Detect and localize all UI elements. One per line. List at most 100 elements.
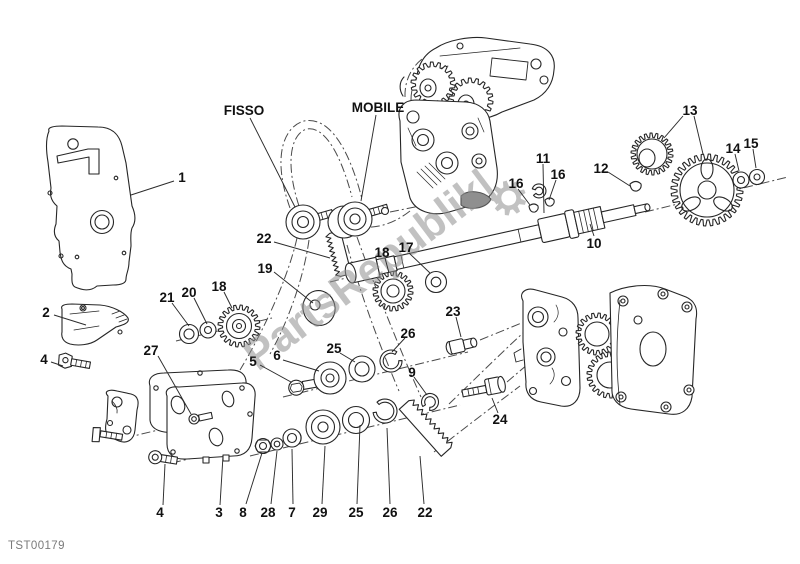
callout-5: 5 [249,354,292,383]
part-number-label: 7 [288,505,296,520]
callout-29: 29 [312,445,328,520]
leader-line [273,241,331,259]
part-number-label: 4 [40,352,48,367]
bolt [288,378,318,396]
part-number-label: 8 [239,505,247,520]
callout-21: 21 [159,290,190,327]
part-number-label: 11 [536,151,551,166]
callout-13: 13 [663,103,704,155]
drive-gear-small [630,132,674,176]
washer [270,437,284,451]
leader-line [360,114,377,202]
part-number-label: 25 [326,341,342,356]
callout-26: 26 [382,427,398,520]
bearing-roller [341,405,371,435]
callout-25: 25 [348,424,364,520]
leader-line [53,314,87,326]
washer [732,171,750,189]
gear-icon [491,180,527,216]
part-number-label: 25 [348,505,364,520]
part-number-label: 23 [445,304,461,319]
callout-20: 20 [181,285,208,325]
callout-23: 23 [445,304,462,338]
snap-ring [372,393,440,424]
callout-16: 16 [508,176,531,206]
leader-line [491,397,499,414]
part-number-label: 21 [159,290,175,305]
timing-belt-segment [398,399,453,457]
part-number-label: FISSO [224,103,265,118]
timing-layshaft [344,203,651,284]
callout-7: 7 [288,448,296,520]
part-number-label: 3 [215,505,223,520]
leader-line [291,448,294,505]
snap-ring [379,349,403,373]
timing-gear [217,304,261,348]
part-number-label: 22 [256,231,271,246]
part-number-label: 19 [257,261,272,276]
leader-line [321,445,326,505]
callout-FISSO: FISSO [224,103,296,208]
leader-line [419,455,425,505]
callout-9: 9 [408,365,428,396]
leader-line [455,316,462,338]
part-number-label: 26 [400,326,416,341]
part-number-label: 24 [492,412,508,427]
leader-line [245,452,263,505]
belt-cover-small [61,303,129,346]
callout-24: 24 [491,397,508,427]
washer [199,321,217,339]
part-number-label: 15 [743,136,759,151]
callout-14: 14 [725,141,741,172]
callout-16: 16 [548,167,566,201]
callout-15: 15 [743,136,759,169]
callout-28: 28 [260,450,278,520]
timing-belt-segment [325,230,352,277]
leader-line [282,359,320,372]
leader-line [384,257,390,274]
callout-26: 26 [391,326,416,353]
part-number-label: 17 [398,240,413,255]
leader-line [542,163,545,214]
part-number-label: 6 [273,348,281,363]
callout-4: 4 [40,352,64,367]
leader-line [130,180,175,196]
leader-line [50,361,64,367]
fixed-tensioner-pulley [285,204,335,240]
bolt [57,352,92,369]
callout-MOBILE: MOBILE [352,100,404,202]
callout-8: 8 [239,452,263,520]
bushing [424,270,448,294]
part-number-label: 20 [181,285,196,300]
bearing-roller [348,355,376,383]
leader-line [391,337,406,353]
leader-line [356,424,361,505]
tensioner-pulley [305,409,341,445]
callout-2: 2 [42,305,87,326]
leader-line [273,271,314,304]
snap-ring [531,183,547,199]
callout-4: 4 [156,463,166,520]
shoulder-bolt [461,375,506,398]
part-number-label: 4 [156,505,164,520]
leader-line [413,376,428,396]
tensioner-roller [313,361,347,395]
nut [254,437,272,455]
callout-19: 19 [257,261,314,304]
leader-line [193,297,208,325]
part-number-label: 16 [508,176,524,191]
outer-timing-cover [46,125,136,291]
part-number-label: 29 [312,505,327,520]
part-number-label: 18 [374,245,390,260]
callout-1: 1 [130,170,186,196]
part-number-label: 10 [586,236,601,251]
leader-line [589,223,595,237]
bolt [91,427,124,443]
cylinder-head-front-view [380,99,498,216]
drawing-code: TST00179 [8,540,65,552]
bolt [148,450,179,465]
leader-line [259,364,292,383]
callout-17: 17 [398,240,431,274]
